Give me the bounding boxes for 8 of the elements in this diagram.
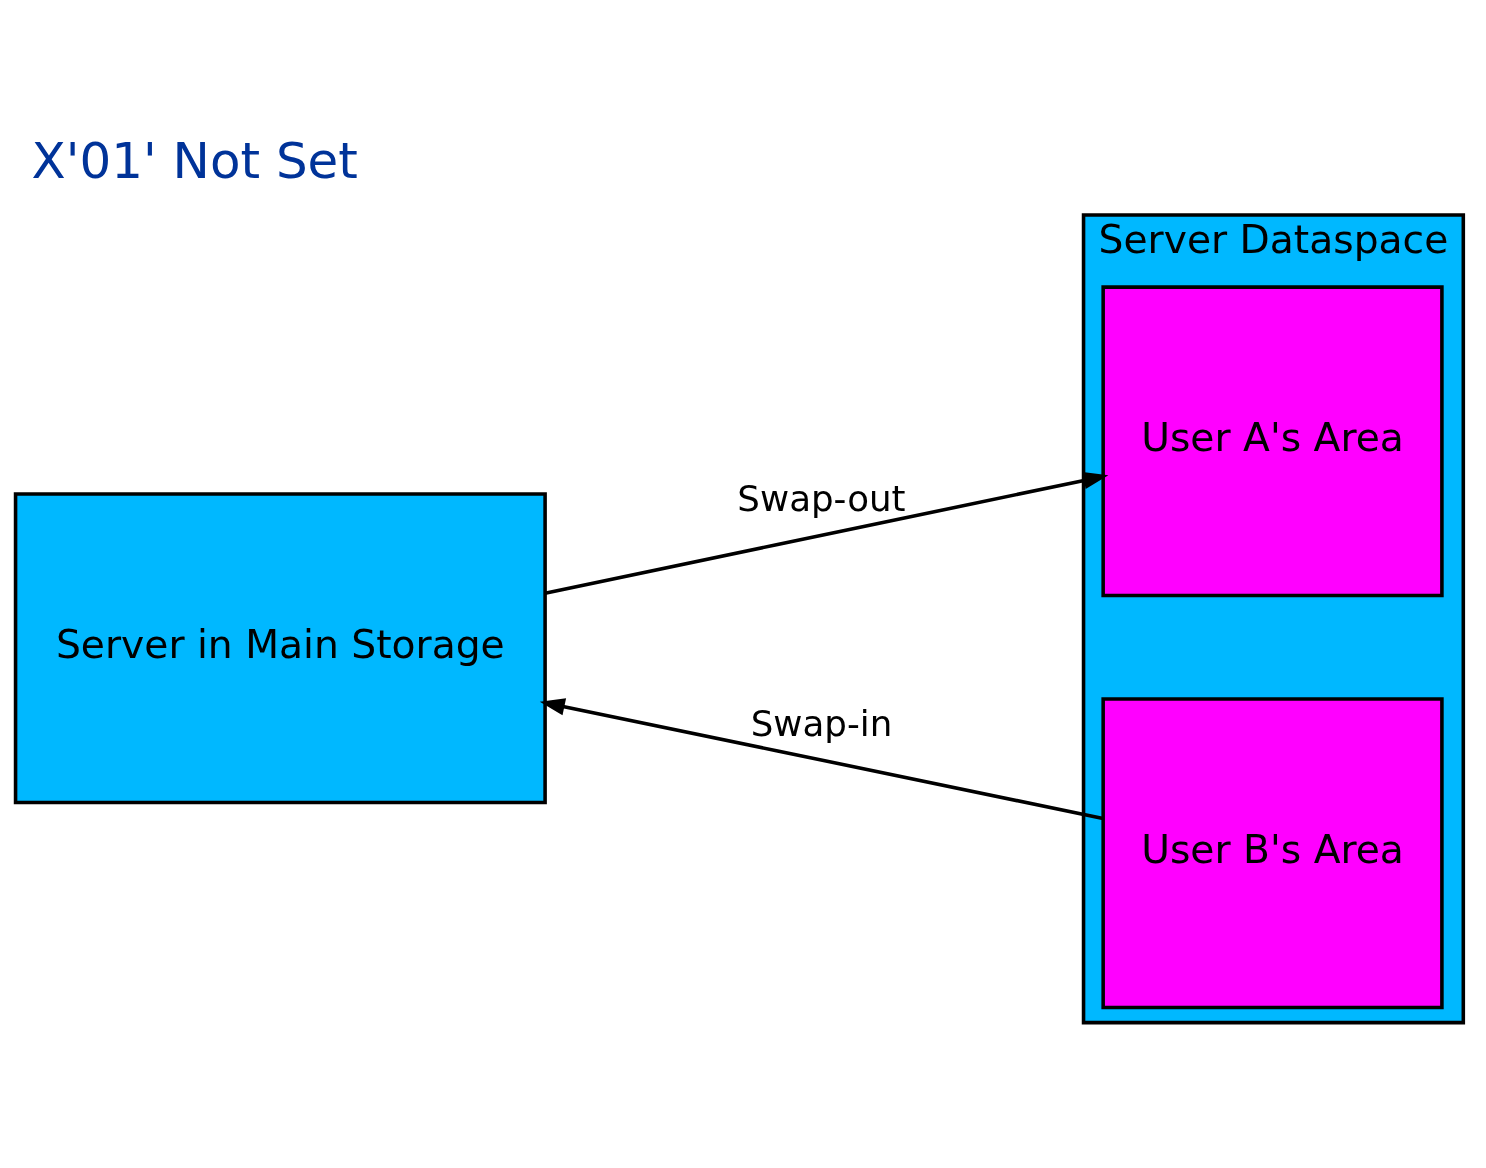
node-box: Server in Main Storage [13,492,547,805]
arrow [544,471,1109,595]
edge-label: Swap-in [750,702,893,744]
node-box: User B's Area [1101,697,1444,1010]
edge-label: Swap-out [737,477,906,519]
diagram-title: X'01' Not Set [31,132,358,191]
node-box: User A's Area [1101,285,1444,598]
arrow [539,698,1104,821]
